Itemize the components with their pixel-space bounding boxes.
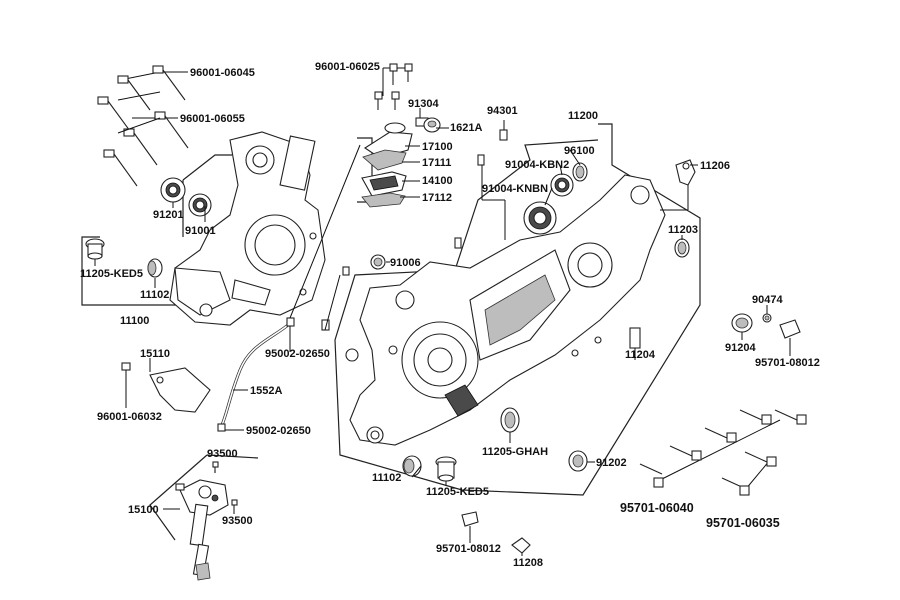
label-17100: 17100	[422, 141, 453, 153]
leader-lines	[94, 108, 791, 556]
label-11200: 11200	[568, 110, 598, 122]
label-91004-knbn: 91004-KNBN	[482, 183, 548, 195]
seal-91006	[370, 254, 386, 270]
label-91004-kbn2: 91004-KBN2	[505, 159, 569, 171]
dowel-11102-bottom	[402, 455, 422, 477]
bearing-91201	[160, 177, 186, 203]
label-96001-06055: 96001-06055	[180, 113, 245, 125]
label-95002-02650-bottom: 95002-02650	[246, 425, 311, 437]
group-outline-15100	[149, 454, 259, 541]
bearing-91004-knbn	[523, 201, 557, 235]
hose-1552a	[220, 320, 293, 426]
label-95002-02650-top: 95002-02650	[265, 348, 330, 360]
label-96001-06045: 96001-06045	[190, 67, 255, 79]
clip-11208	[511, 537, 531, 554]
label-11100: 11100	[120, 315, 149, 327]
bolt-95701-08012-bottom	[461, 511, 479, 538]
label-15100: 15100	[128, 504, 159, 516]
bearing-91004-kbn2	[550, 173, 574, 197]
label-11102-left: 11102	[140, 289, 169, 301]
label-11203: 11203	[668, 224, 698, 236]
bolts-96001-06025	[374, 63, 413, 110]
label-95701-06035: 95701-06035	[706, 516, 780, 530]
bolt-set-96001-06055	[103, 111, 189, 187]
label-15110: 15110	[140, 348, 170, 360]
bearing-91001	[188, 193, 212, 217]
gasket-17112	[361, 192, 406, 208]
label-11205-ghah: 11205-GHAH	[482, 446, 548, 458]
screw-93500-bottom	[231, 499, 238, 511]
label-95701-06040: 95701-06040	[620, 501, 694, 515]
label-96100: 96100	[564, 145, 595, 157]
label-96001-06025: 96001-06025	[315, 61, 380, 73]
label-17112: 17112	[422, 192, 452, 204]
bushing-11205-ked5-left	[85, 238, 105, 260]
intake-manifold-17100	[363, 122, 413, 159]
cap-1621a	[423, 117, 441, 133]
label-93500-bottom: 93500	[222, 515, 253, 527]
washer-90474	[762, 313, 772, 323]
label-11102-bottom: 11102	[372, 472, 401, 484]
label-11205-ked5-left: 11205-KED5	[80, 268, 143, 280]
bracket-11206	[660, 159, 696, 211]
pin-11204	[629, 327, 641, 360]
dowel-11102-left	[147, 258, 163, 278]
dowel-pins-middle	[321, 154, 506, 331]
label-95701-08012-right: 95701-08012	[755, 357, 820, 369]
label-11206: 11206	[700, 160, 730, 172]
label-93500-top: 93500	[207, 448, 238, 460]
label-91204: 91204	[725, 342, 756, 354]
label-14100: 14100	[422, 175, 453, 187]
part-labels: 96001-06045 96001-06055 91201 91001 1120…	[80, 61, 820, 569]
bushing-11205-ghah	[500, 407, 520, 433]
seal-91202	[568, 450, 588, 472]
label-96001-06032: 96001-06032	[97, 411, 162, 423]
group-outline-reed	[357, 137, 373, 203]
oil-pump-15100	[175, 479, 229, 581]
clip-95002-02650-top	[286, 317, 295, 352]
label-94301: 94301	[487, 105, 518, 117]
label-11208: 11208	[513, 557, 543, 569]
label-1621a: 1621A	[450, 122, 482, 134]
bolt-group-95701-06040	[639, 409, 807, 488]
seal-91204	[731, 313, 753, 333]
label-11205-ked5-bottom: 11205-KED5	[426, 486, 489, 498]
gasket-17111	[362, 149, 407, 171]
label-1552a: 1552A	[250, 385, 282, 397]
dowel-94301	[499, 120, 508, 141]
bolt-95701-08012-right	[779, 319, 801, 350]
reed-valve-14100	[361, 171, 407, 197]
right-crankcase	[345, 174, 666, 446]
bolt-group-95701-06035	[721, 451, 777, 496]
label-95701-08012-bottom: 95701-08012	[436, 543, 501, 555]
plug-11203	[674, 238, 690, 258]
seal-96100	[572, 162, 588, 182]
left-crankcase	[169, 131, 326, 326]
label-91202: 91202	[596, 457, 627, 469]
label-17111: 17111	[422, 157, 451, 169]
label-91001: 91001	[185, 225, 216, 237]
label-90474: 90474	[752, 294, 783, 306]
label-91201: 91201	[153, 209, 184, 221]
label-91006: 91006	[390, 257, 421, 269]
bolt-96001-06032	[121, 362, 131, 400]
bushing-11205-ked5-bottom	[435, 456, 457, 482]
label-91304: 91304	[408, 98, 439, 110]
label-11204: 11204	[625, 349, 656, 361]
clip-95002-02650-bottom	[217, 423, 244, 432]
bolt-set-96001-06045	[97, 65, 188, 132]
bracket-15110	[149, 358, 211, 413]
